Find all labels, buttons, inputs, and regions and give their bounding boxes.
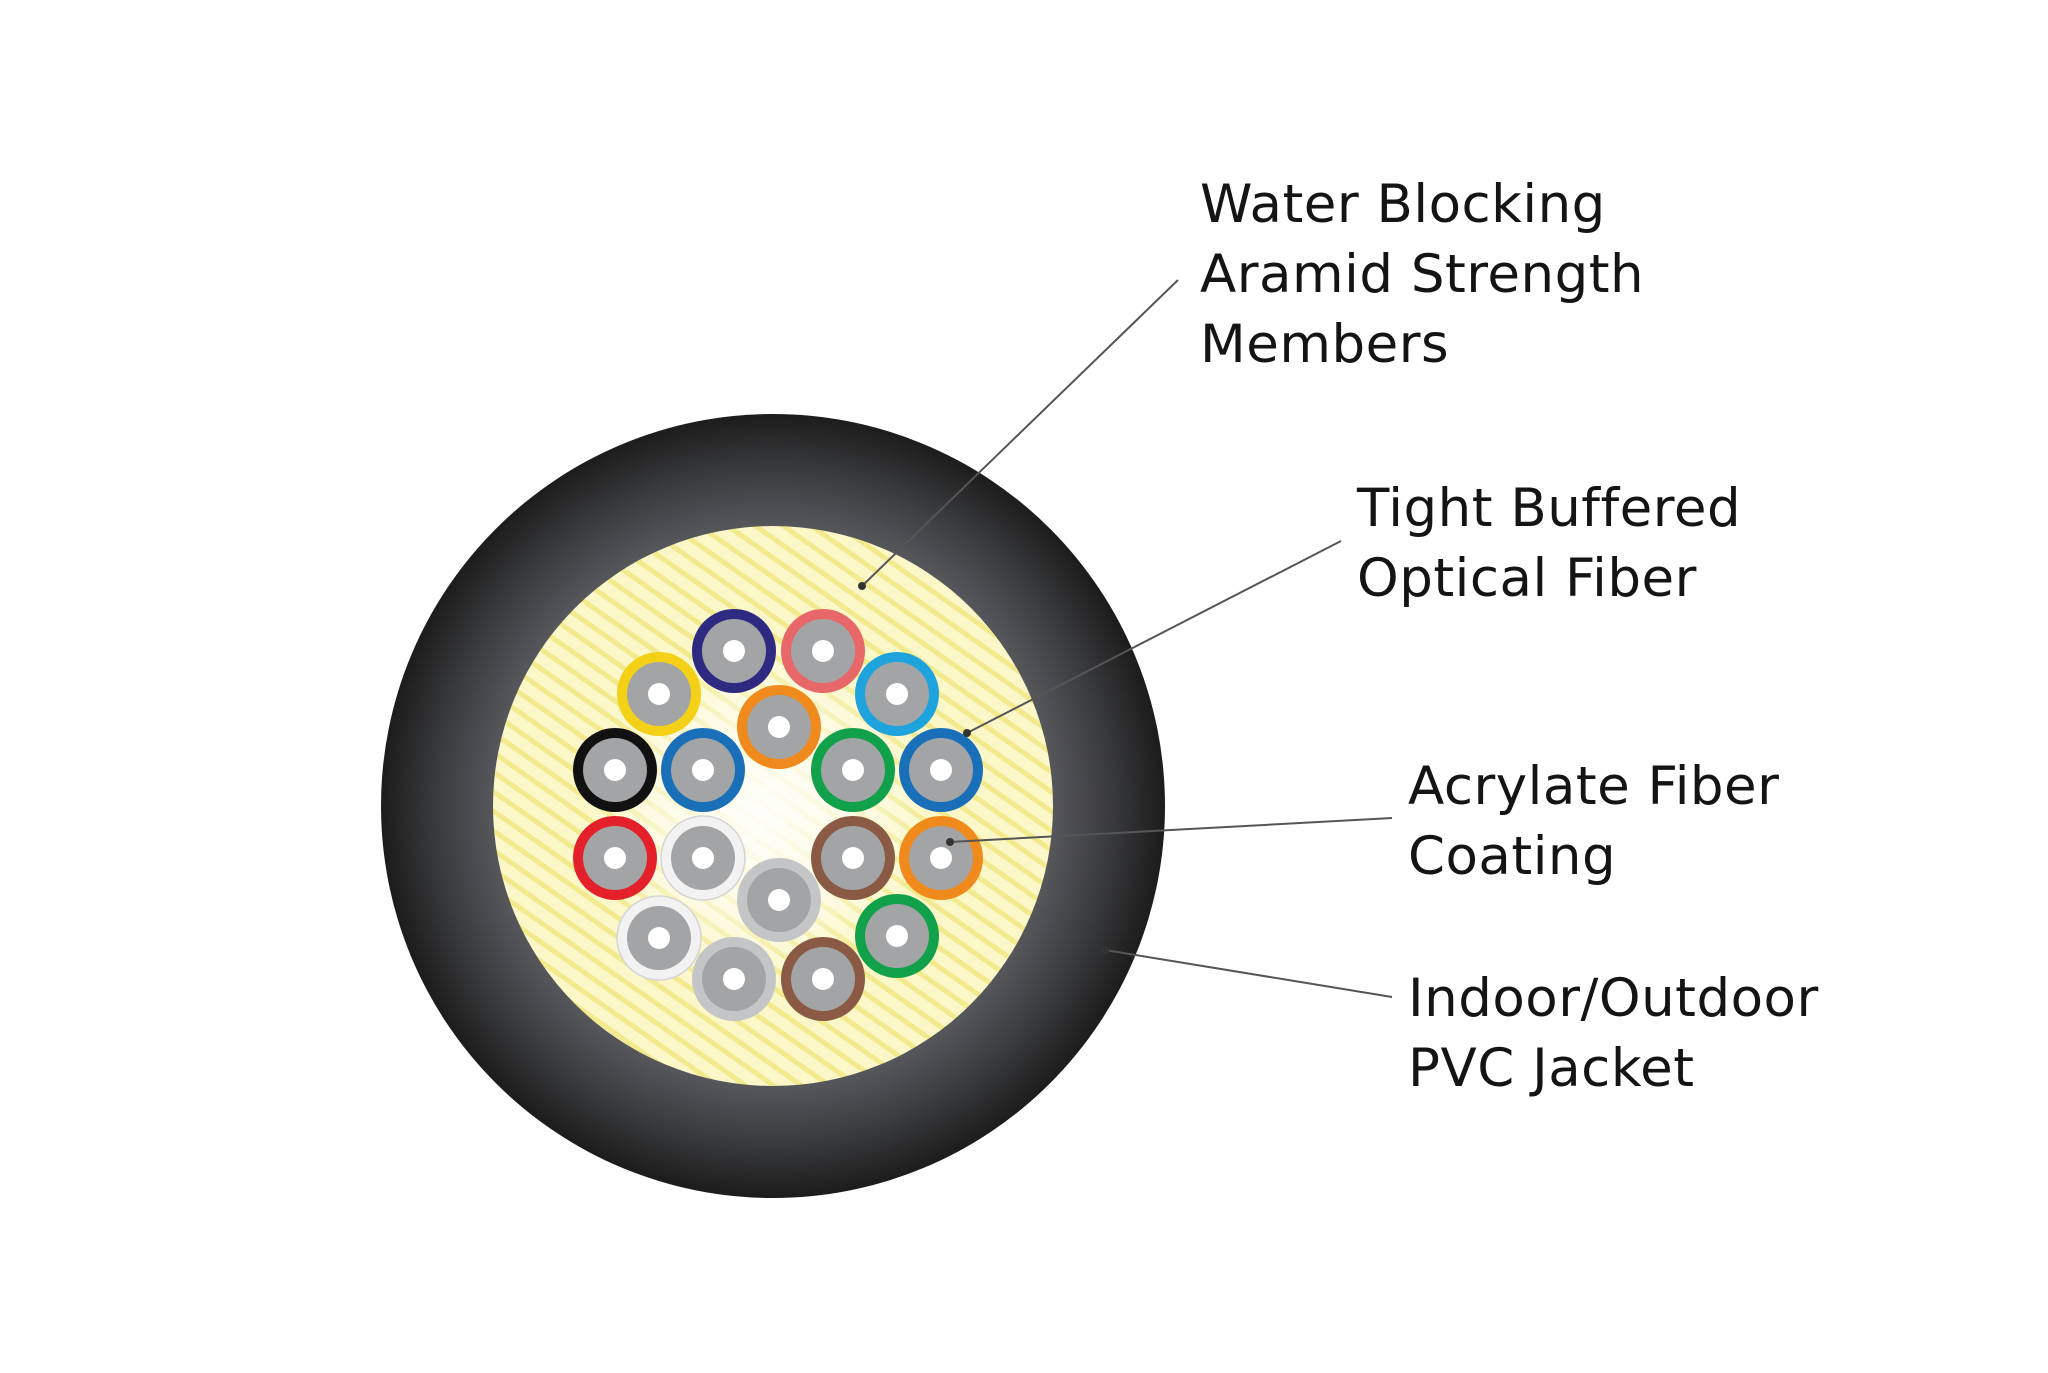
leader-line-pvc-jacket (1104, 949, 1393, 998)
tight-buffered-fiber-rose (781, 609, 865, 693)
tight-buffered-fiber-bundle (573, 609, 983, 1021)
tight-buffered-fiber-green-outer (855, 894, 939, 978)
tight-buffered-fiber-orange-outer (899, 816, 983, 900)
leader-line-tight-buffered (966, 540, 1342, 734)
fiber-glass-core (768, 889, 790, 911)
leader-line-water-blocking (861, 279, 1179, 587)
fiber-glass-core (886, 683, 908, 705)
fiber-glass-core (723, 640, 745, 662)
fiber-glass-core (886, 925, 908, 947)
fiber-glass-core (604, 847, 626, 869)
fiber-glass-core (648, 927, 670, 949)
leader-line-acrylate (949, 817, 1393, 843)
label-line: Members (1200, 314, 1450, 375)
fiber-glass-core (692, 847, 714, 869)
fiber-glass-core (648, 683, 670, 705)
fiber-glass-core (842, 759, 864, 781)
label-line: Indoor/Outdoor (1408, 968, 1819, 1029)
tight-buffered-fiber-blue-inner (661, 728, 745, 812)
fiber-glass-core (812, 968, 834, 990)
label-acrylate-fiber-coating: Acrylate Fiber Coating (1408, 752, 1779, 892)
label-line: Acrylate Fiber (1408, 756, 1780, 817)
tight-buffered-fiber-yellow (617, 652, 701, 736)
fiber-glass-core (842, 847, 864, 869)
label-line: Aramid Strength (1200, 244, 1645, 305)
tight-buffered-fiber-red (573, 816, 657, 900)
leader-dot-pvc-jacket (1101, 946, 1109, 954)
label-line: Optical Fiber (1357, 548, 1697, 609)
tight-buffered-fiber-violet (692, 609, 776, 693)
tight-buffered-fiber-brown-inner (811, 816, 895, 900)
leader-dot-water-blocking (858, 582, 866, 590)
fiber-glass-core (812, 640, 834, 662)
fiber-glass-core (723, 968, 745, 990)
label-pvc-jacket: Indoor/Outdoor PVC Jacket (1408, 964, 1819, 1104)
fiber-glass-core (930, 759, 952, 781)
leader-lines (861, 279, 1393, 998)
tight-buffered-fiber-green-inner (811, 728, 895, 812)
label-line: Tight Buffered (1357, 478, 1742, 539)
tight-buffered-fiber-slate-outer (692, 937, 776, 1021)
tight-buffered-fiber-brown-outer (781, 937, 865, 1021)
fiber-glass-core (692, 759, 714, 781)
fiber-glass-core (930, 847, 952, 869)
leader-dots (858, 582, 1109, 954)
label-line: Coating (1408, 826, 1617, 887)
leader-dot-tight-buffered (963, 729, 971, 737)
tight-buffered-fiber-white-outer (616, 895, 702, 981)
tight-buffered-fiber-white-inner (660, 815, 746, 901)
label-tight-buffered-fiber: Tight Buffered Optical Fiber (1357, 474, 1741, 614)
tight-buffered-fiber-aqua (855, 652, 939, 736)
label-water-blocking-aramid: Water Blocking Aramid Strength Members (1200, 170, 1644, 380)
label-line: Water Blocking (1200, 174, 1606, 235)
tight-buffered-fiber-blue-outer (899, 728, 983, 812)
leader-dot-acrylate (946, 838, 954, 846)
tight-buffered-fiber-slate-center (737, 858, 821, 942)
tight-buffered-fiber-orange-inner (737, 685, 821, 769)
fiber-glass-core (604, 759, 626, 781)
label-line: PVC Jacket (1408, 1038, 1695, 1099)
tight-buffered-fiber-black (573, 728, 657, 812)
fiber-glass-core (768, 716, 790, 738)
